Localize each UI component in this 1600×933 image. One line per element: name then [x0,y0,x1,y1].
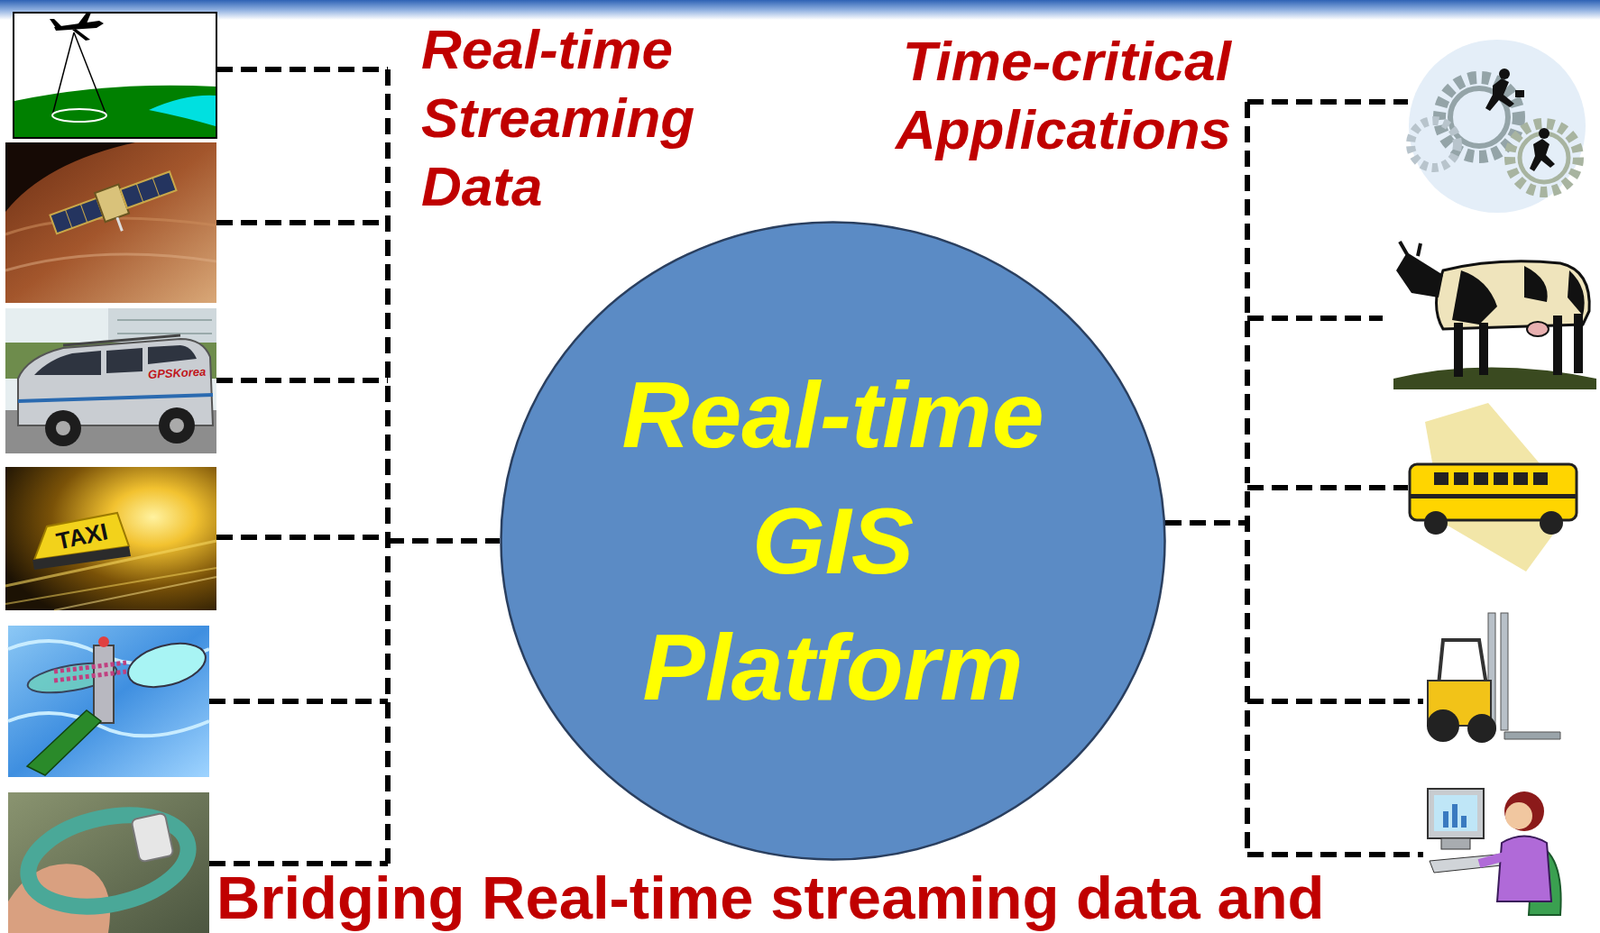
section-label: Time-critical Applications [860,27,1237,165]
node-title: Real-time GIS Platform [571,351,1095,731]
platform-circle: Real-time GIS Platform [499,220,1167,862]
section-label: Real-time Streaming Data [415,15,752,221]
slide-caption: Bridging Real-time streaming data and [216,867,1325,929]
node-body: Real-time GIS Platform [499,220,1167,862]
